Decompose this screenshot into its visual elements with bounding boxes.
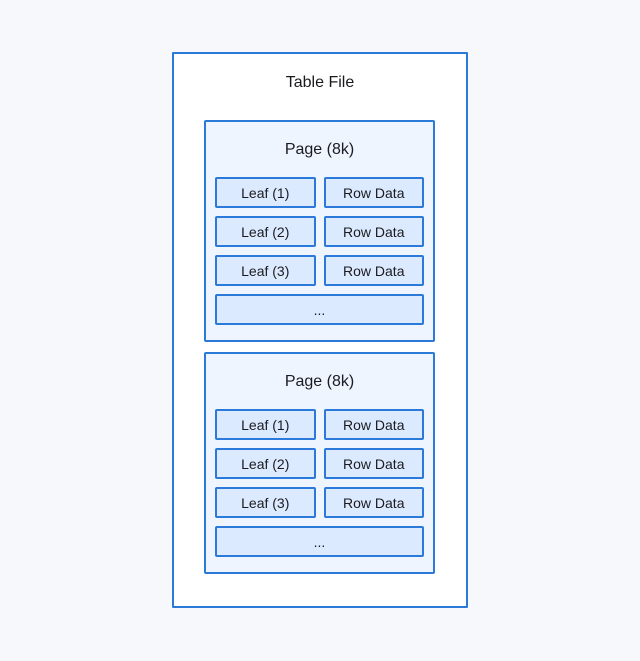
- table-row: Leaf (1) Row Data: [215, 409, 424, 440]
- row-data-cell: Row Data: [323, 177, 424, 208]
- row-data-cell: Row Data: [323, 216, 424, 247]
- table-row: Leaf (1) Row Data: [215, 177, 424, 208]
- table-row: Leaf (3) Row Data: [215, 255, 424, 286]
- leaf-cell: Leaf (3): [215, 255, 316, 286]
- page-rows: Leaf (1) Row Data Leaf (2) Row Data Leaf…: [206, 177, 433, 325]
- leaf-cell: Leaf (1): [215, 409, 316, 440]
- page-box-1: Page (8k) Leaf (1) Row Data Leaf (2) Row…: [204, 120, 435, 342]
- table-row: Leaf (2) Row Data: [215, 448, 424, 479]
- table-row: Leaf (2) Row Data: [215, 216, 424, 247]
- leaf-cell: Leaf (2): [215, 448, 316, 479]
- ellipsis-cell: ...: [215, 294, 424, 325]
- ellipsis-cell: ...: [215, 526, 424, 557]
- leaf-cell: Leaf (2): [215, 216, 316, 247]
- leaf-cell: Leaf (3): [215, 487, 316, 518]
- ellipsis-row: ...: [215, 294, 424, 325]
- table-file-title: Table File: [285, 74, 355, 91]
- row-data-cell: Row Data: [323, 409, 424, 440]
- page-title: Page (8k): [284, 141, 355, 158]
- ellipsis-row: ...: [215, 526, 424, 557]
- leaf-cell: Leaf (1): [215, 177, 316, 208]
- page-rows: Leaf (1) Row Data Leaf (2) Row Data Leaf…: [206, 409, 433, 557]
- page-box-2: Page (8k) Leaf (1) Row Data Leaf (2) Row…: [204, 352, 435, 574]
- table-file-box: Table File Page (8k) Leaf (1) Row Data L…: [172, 52, 468, 608]
- row-data-cell: Row Data: [323, 487, 424, 518]
- row-data-cell: Row Data: [323, 255, 424, 286]
- row-data-cell: Row Data: [323, 448, 424, 479]
- table-row: Leaf (3) Row Data: [215, 487, 424, 518]
- page-title: Page (8k): [284, 373, 355, 390]
